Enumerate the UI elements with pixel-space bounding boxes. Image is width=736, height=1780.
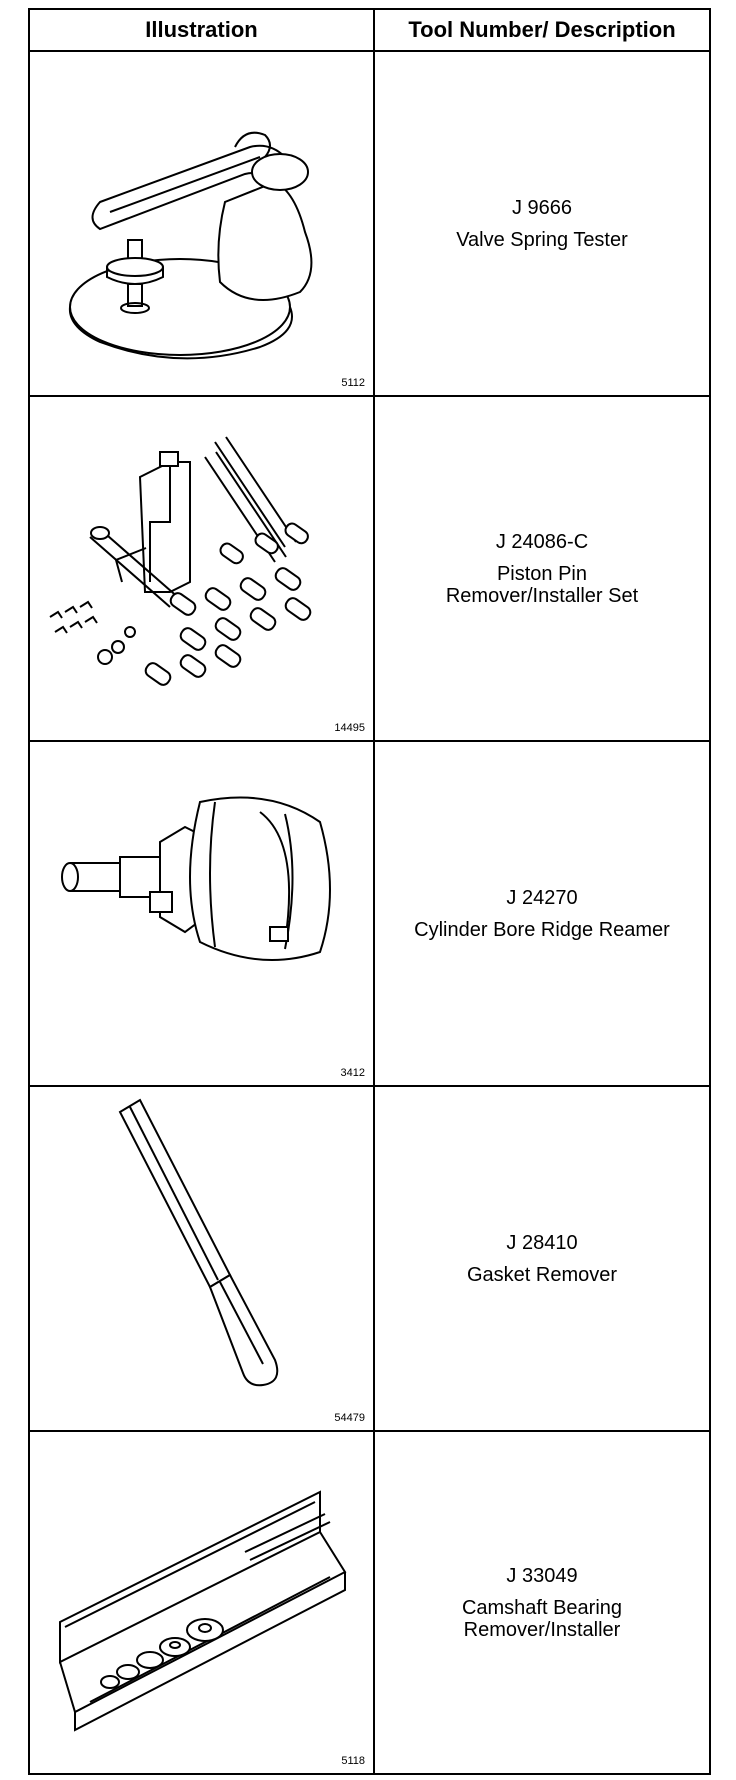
tool-name: Cylinder Bore Ridge Reamer (414, 918, 670, 941)
figure-number: 14495 (334, 722, 365, 734)
piston-pin-set-icon (30, 397, 373, 740)
tool-table: Illustration Tool Number/ Description 51… (28, 8, 711, 1775)
table-row: 5118 J 33049 Camshaft Bearing Remover/In… (30, 1432, 709, 1773)
tool-name: Valve Spring Tester (456, 228, 628, 251)
table-row: 3412 J 24270 Cylinder Bore Ridge Reamer (30, 742, 709, 1087)
table-header: Illustration Tool Number/ Description (30, 10, 709, 52)
illustration-cell: 5118 (30, 1432, 375, 1773)
illustration-cell: 54479 (30, 1087, 375, 1430)
description-cell: J 33049 Camshaft Bearing Remover/Install… (375, 1432, 709, 1773)
ridge-reamer-icon (30, 742, 373, 1085)
description-cell: J 9666 Valve Spring Tester (375, 52, 709, 395)
description-cell: J 24086-C Piston Pin Remover/Installer S… (375, 397, 709, 740)
table-row: 14495 J 24086-C Piston Pin Remover/Insta… (30, 397, 709, 742)
tool-number: J 24270 (506, 886, 578, 909)
tool-name: Camshaft Bearing Remover/Installer (461, 1596, 623, 1641)
tool-name: Gasket Remover (466, 1263, 618, 1286)
header-description: Tool Number/ Description (408, 17, 676, 42)
gasket-remover-icon (30, 1087, 373, 1430)
figure-number: 5112 (341, 377, 365, 389)
tool-name: Piston Pin Remover/Installer Set (445, 562, 639, 607)
tool-number: J 9666 (511, 196, 573, 219)
illustration-cell: 14495 (30, 397, 375, 740)
tool-number: J 33049 (506, 1564, 578, 1587)
valve-spring-tester-icon (30, 52, 373, 395)
description-cell: J 28410 Gasket Remover (375, 1087, 709, 1430)
table-row: 5112 J 9666 Valve Spring Tester (30, 52, 709, 397)
illustration-cell: 5112 (30, 52, 375, 395)
tool-number: J 24086-C (495, 530, 589, 553)
figure-number: 5118 (341, 1755, 365, 1767)
figure-number: 3412 (340, 1067, 365, 1079)
tool-number: J 28410 (506, 1231, 578, 1254)
figure-number: 54479 (334, 1412, 365, 1424)
table-row: 54479 J 28410 Gasket Remover (30, 1087, 709, 1432)
description-cell: J 24270 Cylinder Bore Ridge Reamer (375, 742, 709, 1085)
header-illustration: Illustration (30, 10, 375, 50)
illustration-cell: 3412 (30, 742, 375, 1085)
camshaft-bearing-tool-icon (30, 1432, 373, 1775)
